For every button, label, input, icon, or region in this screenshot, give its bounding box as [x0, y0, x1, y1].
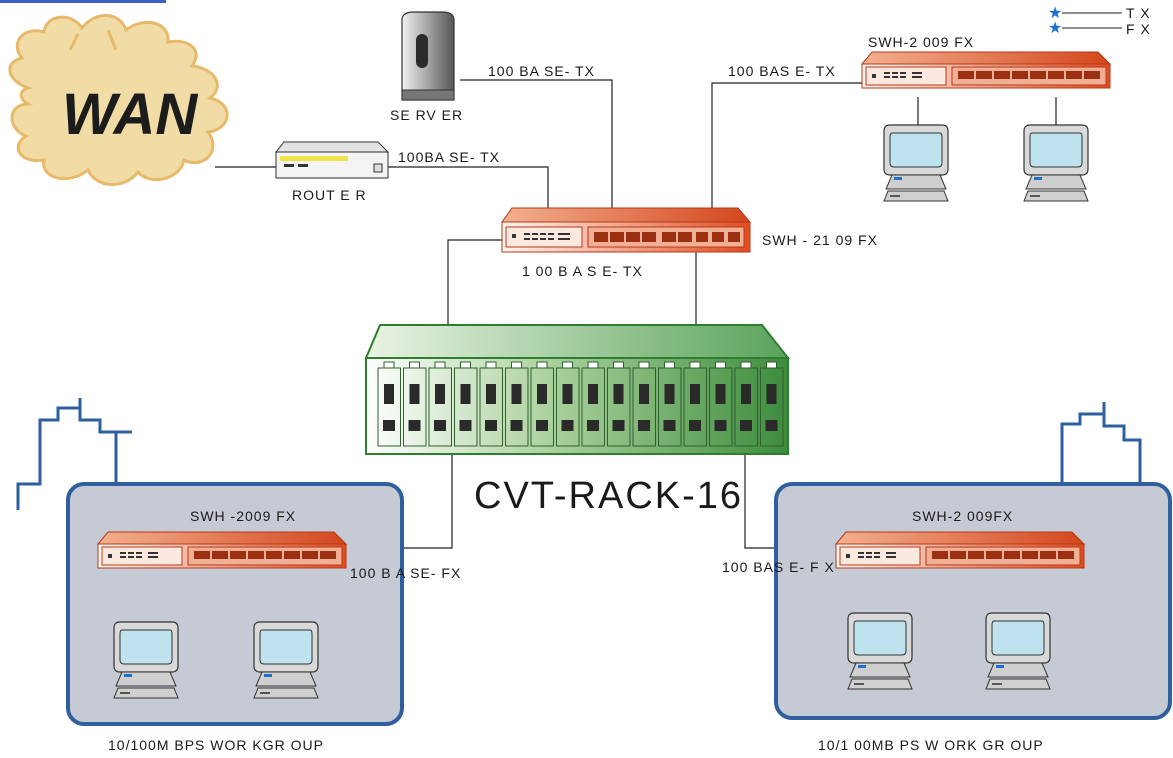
top-switch-link-label: 100 BAS E- TX [728, 63, 836, 79]
server-link-label: 100 BA SE- TX [488, 63, 595, 79]
rj45-port [740, 420, 752, 431]
switch-icon [501, 207, 752, 253]
rj45-port [561, 420, 574, 431]
fiber-port [741, 384, 751, 404]
fiber-port [537, 384, 547, 404]
rj45-port [612, 420, 625, 431]
fiber-port [435, 384, 445, 404]
core-switch[interactable] [501, 207, 752, 253]
rack-card-latch [383, 361, 395, 369]
computer-icon [883, 124, 949, 202]
fiber-port [588, 384, 598, 404]
fiber-port [766, 384, 777, 404]
rj45-port [536, 420, 548, 431]
router-icon [274, 141, 390, 179]
rack-card-latch [740, 361, 752, 369]
left-fx-link-label: 100 B A SE- FX [350, 565, 461, 581]
rack-card-latch [434, 361, 446, 369]
fiber-port [613, 384, 624, 404]
switch-icon [97, 531, 347, 569]
left-workgroup[interactable]: SWH -2009 FX [16, 398, 404, 726]
rj45-port [459, 420, 472, 431]
fiber-port [384, 384, 394, 404]
rack-card-latch [613, 361, 624, 369]
rack-card-latch [536, 361, 548, 369]
rj45-port [638, 420, 650, 431]
server-icon [401, 11, 455, 101]
wan-cloud[interactable]: WAN [8, 14, 229, 186]
rack-card-latch [664, 361, 675, 369]
core-switch-label: SWH - 21 09 FX [762, 232, 878, 248]
rj45-port [663, 420, 676, 431]
rack-card-latch [409, 361, 420, 369]
star-icon: ★ [1048, 20, 1062, 37]
rj45-port [765, 420, 778, 431]
fiber-port [690, 384, 700, 404]
fiber-port [639, 384, 649, 404]
top-computer-2[interactable] [1023, 124, 1089, 202]
legend: ★ ★ T X F X [1048, 5, 1151, 37]
server-node[interactable]: SE RV ER [390, 11, 463, 123]
rack-card-latch [485, 361, 497, 369]
core-rack-link-label: 1 00 B A S E- TX [522, 263, 643, 279]
rj45-port [434, 420, 446, 431]
rack-card-latch [715, 361, 726, 369]
legend-tx: T X [1126, 5, 1151, 21]
rack-icon [364, 324, 791, 455]
left-switch-label: SWH -2009 FX [190, 508, 296, 524]
legend-fx: F X [1126, 21, 1151, 37]
switch-icon [835, 531, 1085, 569]
fiber-port [460, 384, 471, 404]
rack-card-latch [689, 361, 701, 369]
top-switch-label: SWH-2 009 FX [868, 34, 974, 50]
router-node[interactable]: ROUT E R [274, 141, 390, 203]
rack-card-latch [562, 361, 573, 369]
server-label: SE RV ER [390, 107, 463, 123]
right-switch-label: SWH-2 009FX [912, 508, 1013, 524]
fiber-port [562, 384, 573, 404]
building-icon [16, 398, 140, 510]
rj45-port [485, 420, 497, 431]
rj45-port [587, 420, 599, 431]
switch-icon [861, 51, 1111, 89]
star-icon: ★ [1048, 5, 1062, 22]
rj45-port [689, 420, 701, 431]
right-fx-link-label: 100 BAS E- F X [722, 559, 835, 575]
rj45-port [510, 420, 523, 431]
router-link-label: 100BA SE- TX [398, 149, 500, 165]
rack-label: CVT-RACK-16 [474, 475, 743, 517]
fiber-port [664, 384, 675, 404]
left-switch[interactable] [97, 531, 347, 569]
rack-card-latch [460, 361, 471, 369]
rack-node[interactable] [364, 324, 791, 455]
rj45-port [408, 420, 421, 431]
fiber-port [409, 384, 420, 404]
rj45-port [383, 420, 395, 431]
router-label: ROUT E R [292, 187, 367, 203]
fiber-port [486, 384, 496, 404]
right-group-label: 10/1 00MB PS W ORK GR OUP [818, 737, 1044, 753]
header-rule [0, 0, 166, 3]
computer-icon [1023, 124, 1089, 202]
rack-card-latch [638, 361, 650, 369]
wan-label: WAN [62, 82, 198, 147]
top-switch[interactable] [861, 51, 1111, 89]
right-workgroup[interactable]: SWH-2 009FX [774, 402, 1172, 720]
rj45-port [714, 420, 727, 431]
fiber-port [511, 384, 522, 404]
top-computer-1[interactable] [883, 124, 949, 202]
cloud-icon [8, 14, 229, 186]
fiber-port [715, 384, 726, 404]
rack-card-latch [511, 361, 522, 369]
rack-card-latch [587, 361, 599, 369]
left-group-label: 10/100M BPS WOR KGR OUP [108, 737, 324, 753]
right-switch[interactable] [835, 531, 1085, 569]
rack-card-latch [766, 361, 777, 369]
rack-slots [377, 361, 784, 447]
